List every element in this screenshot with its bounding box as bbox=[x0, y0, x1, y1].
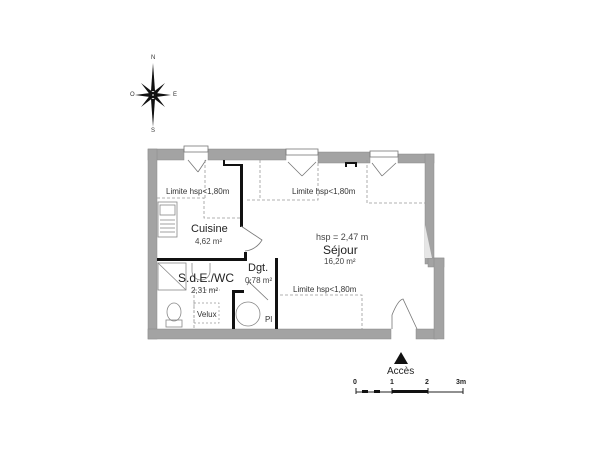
room-name-sde-wc: S.d.E./WC bbox=[178, 271, 235, 285]
doors bbox=[240, 225, 418, 330]
room-area-sde-wc: 2,31 m² bbox=[191, 286, 219, 295]
interior-partitions bbox=[157, 160, 357, 329]
room-area-dgt: 0,78 m² bbox=[245, 276, 273, 285]
washbasin-icon bbox=[191, 263, 211, 281]
placard-label: Pl bbox=[265, 315, 273, 324]
toilet-icon bbox=[165, 302, 183, 328]
access-label: Accès bbox=[387, 366, 415, 377]
water-heater-icon bbox=[235, 301, 261, 327]
room-name-cuisine: Cuisine bbox=[191, 223, 228, 235]
compass-rose-icon bbox=[135, 63, 171, 127]
scale-tick-1: 1 bbox=[390, 379, 394, 386]
exterior-walls bbox=[147, 148, 445, 340]
room-area-sejour: 16,20 m² bbox=[324, 257, 356, 266]
scale-tick-0: 0 bbox=[353, 379, 357, 386]
kitchen-sink-icon bbox=[157, 201, 178, 238]
room-height-sejour: hsp = 2,47 m bbox=[316, 232, 369, 242]
velux-label: Velux bbox=[197, 310, 217, 319]
windows bbox=[183, 145, 399, 177]
access-arrow-icon bbox=[394, 352, 408, 364]
velux-outline bbox=[193, 302, 220, 324]
limit-label-bottom: Limite hsp<1,80m bbox=[293, 285, 357, 294]
scale-tick-3: 3m bbox=[456, 379, 467, 386]
compass-east-label: E bbox=[173, 92, 178, 98]
limit-label-kitchen: Limite hsp<1,80m bbox=[166, 187, 230, 196]
limit-label-top: Limite hsp<1,80m bbox=[292, 187, 356, 196]
compass-north-label: N bbox=[151, 55, 156, 61]
compass-west-label: O bbox=[130, 92, 135, 98]
room-area-cuisine: 4,62 m² bbox=[195, 237, 223, 246]
shower-icon bbox=[157, 262, 187, 291]
room-name-sejour: Séjour bbox=[323, 243, 358, 257]
room-name-dgt: Dgt. bbox=[248, 262, 269, 274]
compass-south-label: S bbox=[151, 128, 156, 134]
height-limit-lines bbox=[157, 160, 425, 329]
scale-tick-2: 2 bbox=[425, 379, 429, 386]
